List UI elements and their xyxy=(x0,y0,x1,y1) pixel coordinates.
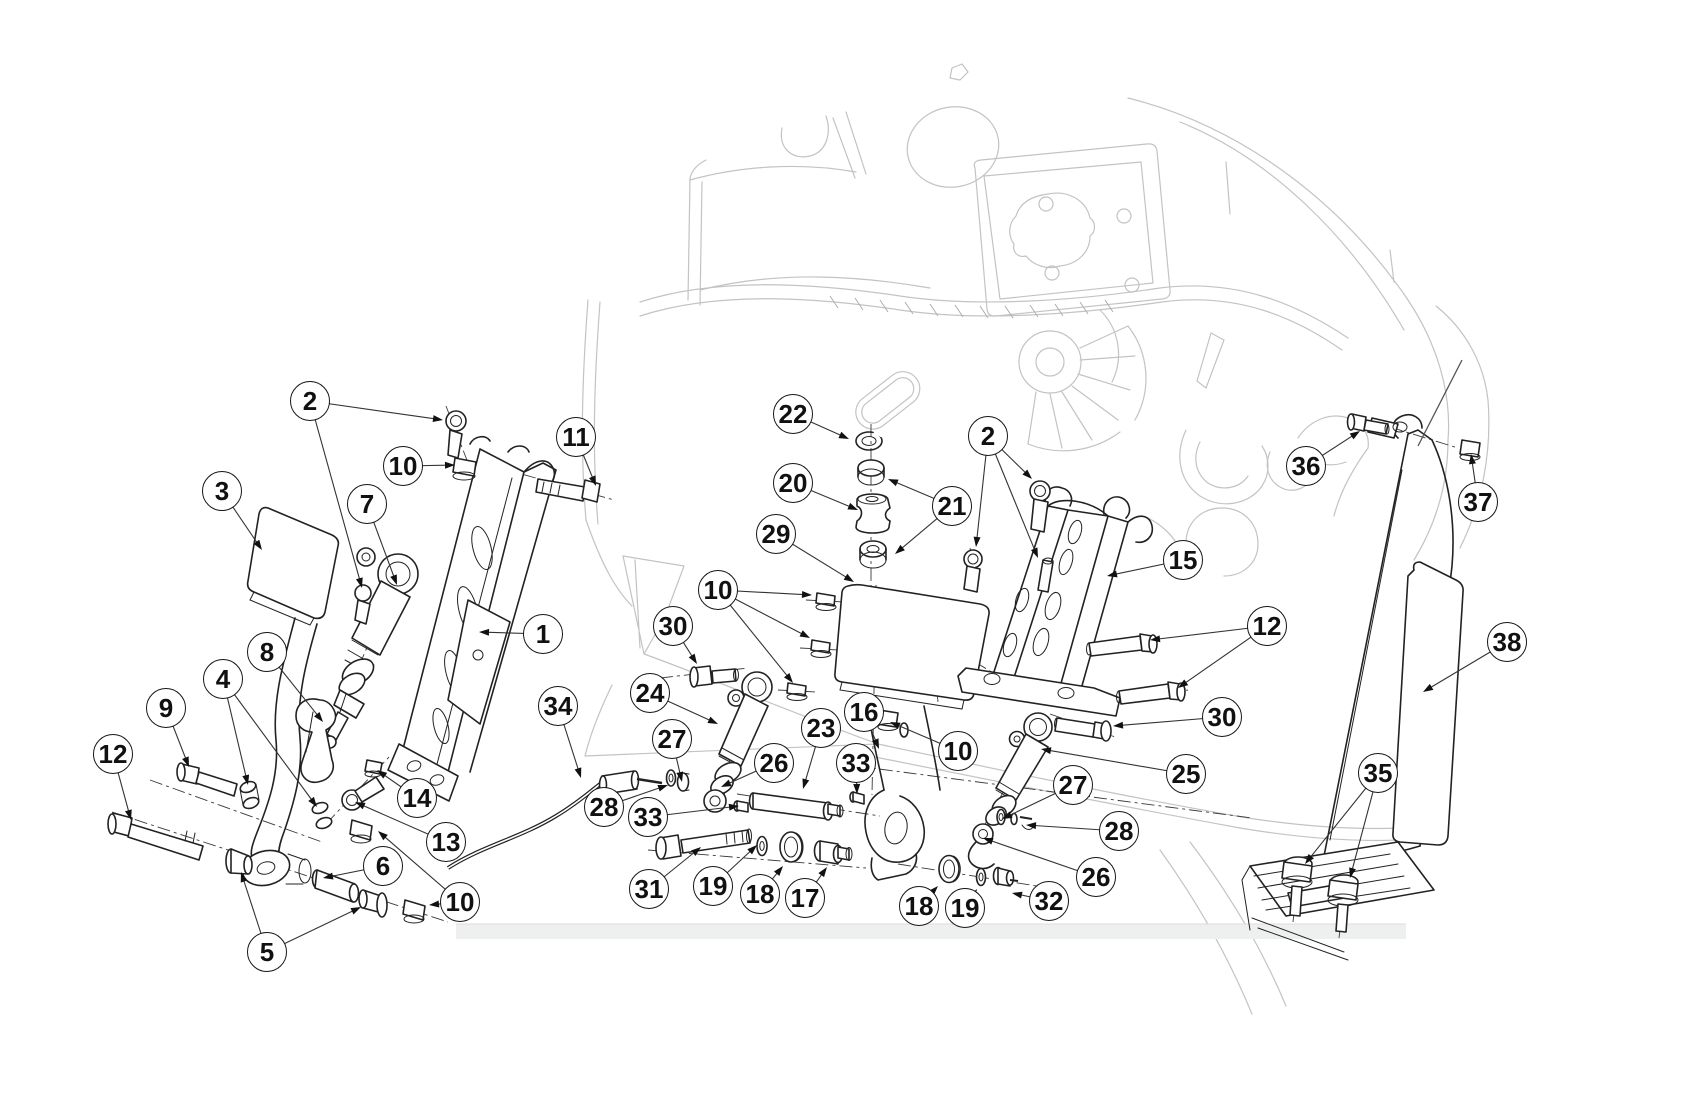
callout-4[interactable]: 4 xyxy=(203,659,243,699)
callout-10[interactable]: 10 xyxy=(440,882,480,922)
callout-19[interactable]: 19 xyxy=(693,866,733,906)
right-pedal-assembly-drawing xyxy=(876,480,1186,870)
callout-7[interactable]: 7 xyxy=(347,484,387,524)
callout-12[interactable]: 12 xyxy=(93,734,133,774)
callout-21[interactable]: 21 xyxy=(932,486,972,526)
callout-20[interactable]: 20 xyxy=(773,463,813,503)
callout-13[interactable]: 13 xyxy=(426,822,466,862)
callout-27[interactable]: 27 xyxy=(1053,765,1093,805)
callout-31[interactable]: 31 xyxy=(629,869,669,909)
callout-30[interactable]: 30 xyxy=(1202,697,1242,737)
callout-14[interactable]: 14 xyxy=(397,778,437,818)
callout-12[interactable]: 12 xyxy=(1247,606,1287,646)
callout-18[interactable]: 18 xyxy=(899,886,939,926)
center-pedal-assembly-drawing xyxy=(446,430,1019,887)
callout-34[interactable]: 34 xyxy=(538,686,578,726)
callout-11[interactable]: 11 xyxy=(556,417,596,457)
callout-36[interactable]: 36 xyxy=(1286,446,1326,486)
callout-29[interactable]: 29 xyxy=(756,514,796,554)
callout-3[interactable]: 3 xyxy=(202,471,242,511)
callout-35[interactable]: 35 xyxy=(1358,753,1398,793)
left-pedal-assembly-drawing xyxy=(107,410,601,924)
callout-33[interactable]: 33 xyxy=(836,743,876,783)
callout-28[interactable]: 28 xyxy=(1099,811,1139,851)
callout-17[interactable]: 17 xyxy=(785,878,825,918)
callout-16[interactable]: 16 xyxy=(844,692,884,732)
callout-26[interactable]: 26 xyxy=(754,743,794,783)
callout-9[interactable]: 9 xyxy=(146,688,186,728)
callout-25[interactable]: 25 xyxy=(1166,754,1206,794)
callout-23[interactable]: 23 xyxy=(801,708,841,748)
callout-10[interactable]: 10 xyxy=(698,570,738,610)
callout-26[interactable]: 26 xyxy=(1076,857,1116,897)
callout-24[interactable]: 24 xyxy=(630,673,670,713)
accelerator-pedal-drawing xyxy=(1241,359,1481,961)
callout-32[interactable]: 32 xyxy=(1029,881,1069,921)
callout-1[interactable]: 1 xyxy=(523,614,563,654)
car-body-background xyxy=(456,63,1490,1015)
callout-38[interactable]: 38 xyxy=(1487,622,1527,662)
callout-33[interactable]: 33 xyxy=(628,797,668,837)
callout-5[interactable]: 5 xyxy=(247,932,287,972)
callout-6[interactable]: 6 xyxy=(363,846,403,886)
callout-8[interactable]: 8 xyxy=(247,632,287,672)
callout-2[interactable]: 2 xyxy=(968,416,1008,456)
callout-30[interactable]: 30 xyxy=(653,606,693,646)
callout-10[interactable]: 10 xyxy=(383,446,423,486)
callout-19[interactable]: 19 xyxy=(945,888,985,928)
callout-37[interactable]: 37 xyxy=(1458,482,1498,522)
callout-10[interactable]: 10 xyxy=(938,731,978,771)
callout-28[interactable]: 28 xyxy=(584,787,624,827)
callout-15[interactable]: 15 xyxy=(1163,540,1203,580)
callout-22[interactable]: 22 xyxy=(773,394,813,434)
callout-18[interactable]: 18 xyxy=(740,874,780,914)
callout-2[interactable]: 2 xyxy=(290,381,330,421)
callout-27[interactable]: 27 xyxy=(652,719,692,759)
